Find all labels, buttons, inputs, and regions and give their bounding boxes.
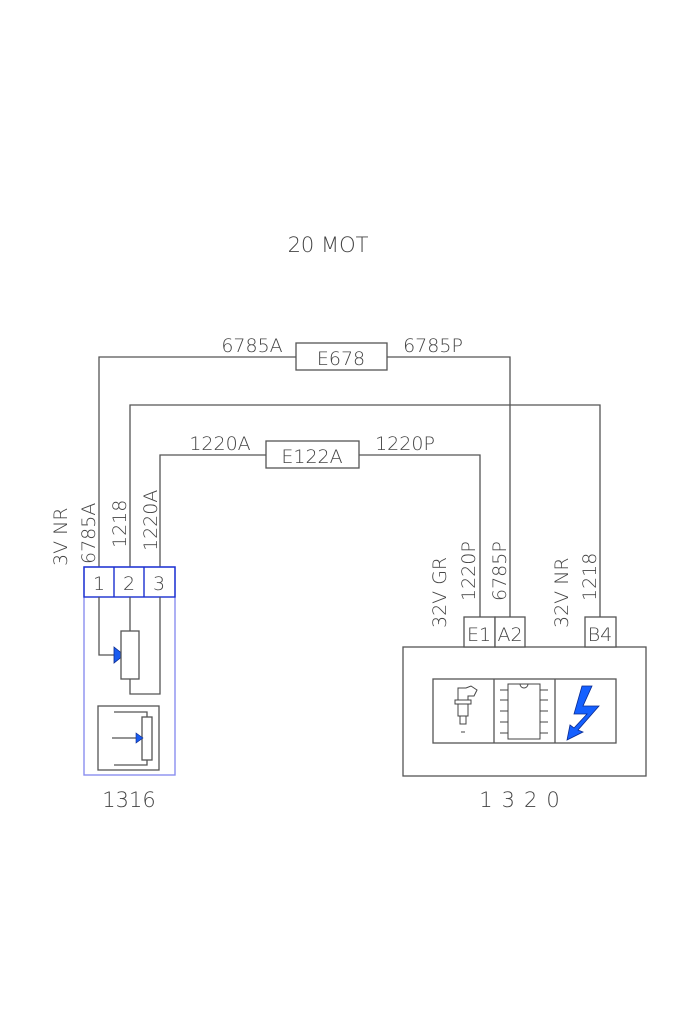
pin-a2: A2 xyxy=(497,624,522,646)
wire-6785-left-label: 6785A xyxy=(221,335,282,357)
splice-e122a-label: E122A xyxy=(281,446,342,468)
pin-1: 1 xyxy=(93,573,105,595)
pin-e1-wire-label: 1220P xyxy=(458,541,480,601)
component-1320-label: 1320 xyxy=(479,788,568,812)
wire-1220: E122A 1220A 1220P xyxy=(159,433,481,618)
wire-1220-left-label: 1220A xyxy=(189,433,250,455)
component-1320: E1 A2 B4 xyxy=(402,616,647,812)
pin-b4: B4 xyxy=(588,624,613,646)
wiper-arrow-icon xyxy=(113,646,125,664)
pin-2-wire-label: 1218 xyxy=(109,500,131,548)
splice-e122a-box xyxy=(265,440,360,469)
sensor-symbol-icon xyxy=(97,705,160,771)
wire-1218-line xyxy=(129,404,601,618)
pin-a2-box xyxy=(494,616,526,648)
connector-1-spec: 32V GR xyxy=(429,557,451,628)
pin-e1-box xyxy=(463,616,496,648)
chip-icon xyxy=(500,683,548,740)
lightning-icon xyxy=(566,685,600,741)
pin-3-wire-label: 1220A xyxy=(140,490,162,551)
pin-a2-wire-label: 6785P xyxy=(489,541,511,601)
wire-1218 xyxy=(129,404,601,618)
component-1316: 1 2 3 1316 xyxy=(83,566,176,812)
connector-1320-gr: E1 A2 xyxy=(463,616,526,648)
splice-e678-label: E678 xyxy=(317,348,365,370)
potentiometer-icon xyxy=(98,597,161,695)
pin-e1: E1 xyxy=(467,624,491,646)
wire-6785-right-segment xyxy=(387,356,511,618)
component-1320-labels: 32V GR 1220P 6785P 32V NR 1218 xyxy=(429,541,601,628)
connector-1316-spec: 3V NR xyxy=(50,507,72,566)
wire-1220-left-segment xyxy=(159,454,266,567)
pin-b4-wire-label: 1218 xyxy=(579,553,601,601)
pin-2: 2 xyxy=(123,573,135,595)
wire-1220-right-label: 1220P xyxy=(375,433,435,455)
wire-6785: E678 6785A 6785P xyxy=(98,335,511,618)
component-1316-label: 1316 xyxy=(102,788,155,812)
wire-6785-left-segment xyxy=(98,356,296,567)
injector-icon xyxy=(454,685,478,733)
pin-1-wire-label: 6785A xyxy=(78,503,100,564)
splice-e678-box xyxy=(295,342,388,371)
wire-1220-right-segment xyxy=(359,454,481,618)
wire-6785-right-label: 6785P xyxy=(403,335,463,357)
component-1316-labels: 3V NR 6785A 1218 1220A xyxy=(50,490,162,566)
connector-1320-nr: B4 xyxy=(584,616,617,648)
connector-2-spec: 32V NR xyxy=(551,557,573,628)
diagram-title: 20 MOT xyxy=(288,233,369,257)
pin-3: 3 xyxy=(153,573,165,595)
pin-b4-box xyxy=(584,616,617,648)
